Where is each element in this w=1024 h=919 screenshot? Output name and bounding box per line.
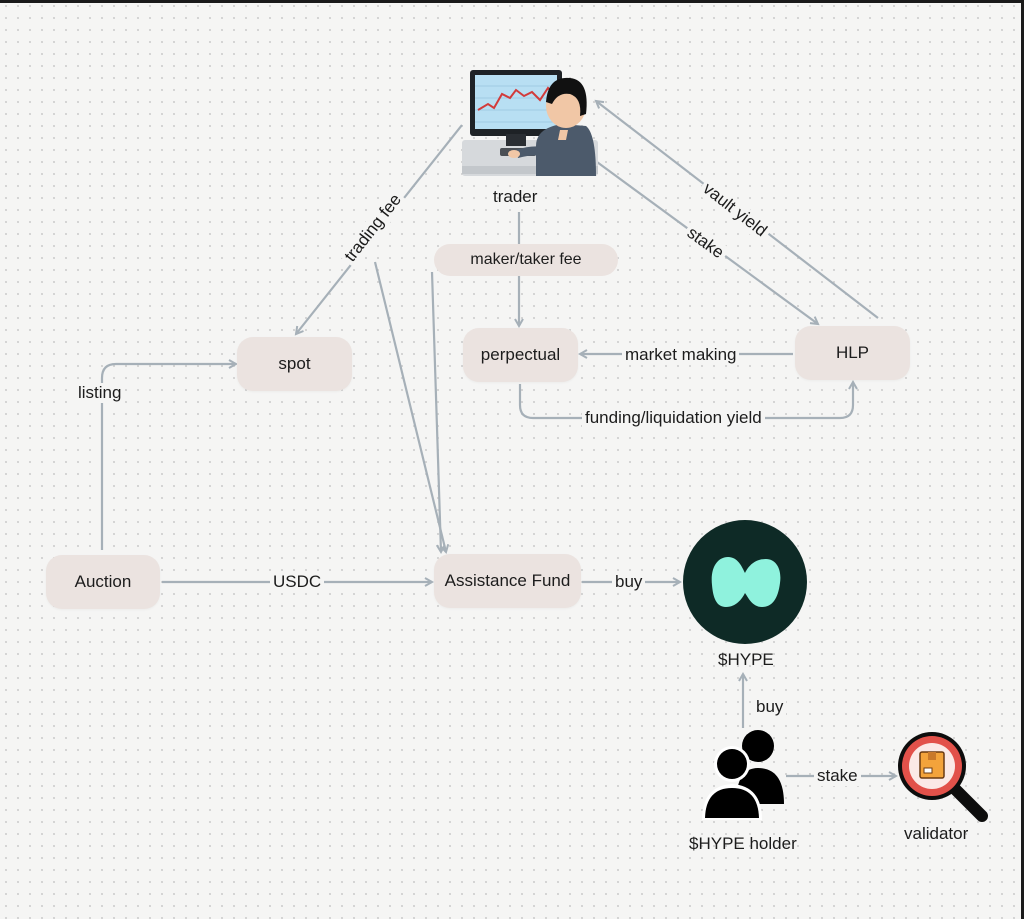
maker-taker-fee-label: maker/taker fee <box>434 244 618 276</box>
hype-logo-icon <box>683 520 807 644</box>
auction-node: Auction <box>46 555 160 609</box>
funding-yield-label: funding/liquidation yield <box>582 408 765 428</box>
hype-node <box>682 519 808 645</box>
validator-label: validator <box>904 824 969 843</box>
stake-holder-validator-label: stake <box>814 766 861 786</box>
hype-label: $HYPE <box>718 650 774 669</box>
perpetual-node: perpectual <box>463 328 578 382</box>
hype-holder-label: $HYPE holder <box>689 834 797 853</box>
window-top-border <box>0 0 1024 3</box>
buy-holder-hype-label: buy <box>753 697 787 717</box>
assistance-fund-node: Assistance Fund <box>434 554 581 608</box>
market-making-label: market making <box>622 345 740 365</box>
trader-at-computer-icon <box>462 70 598 176</box>
listing-label: listing <box>75 383 125 403</box>
hype-holder-node <box>702 728 786 820</box>
spot-node: spot <box>237 337 352 391</box>
window-right-border <box>1021 0 1024 919</box>
edge-trader-to-fund <box>373 261 446 552</box>
hlp-node: HLP <box>795 326 910 380</box>
trader-label: trader <box>493 187 538 206</box>
magnifier-package-icon <box>898 732 988 822</box>
people-icon <box>702 730 784 820</box>
trader-node <box>462 68 598 180</box>
edge-maker-taker-to-fund <box>430 271 441 552</box>
usdc-label: USDC <box>270 572 325 592</box>
validator-node <box>896 730 992 824</box>
edge-listing <box>100 364 236 550</box>
buy-fund-hype-label: buy <box>612 572 646 592</box>
